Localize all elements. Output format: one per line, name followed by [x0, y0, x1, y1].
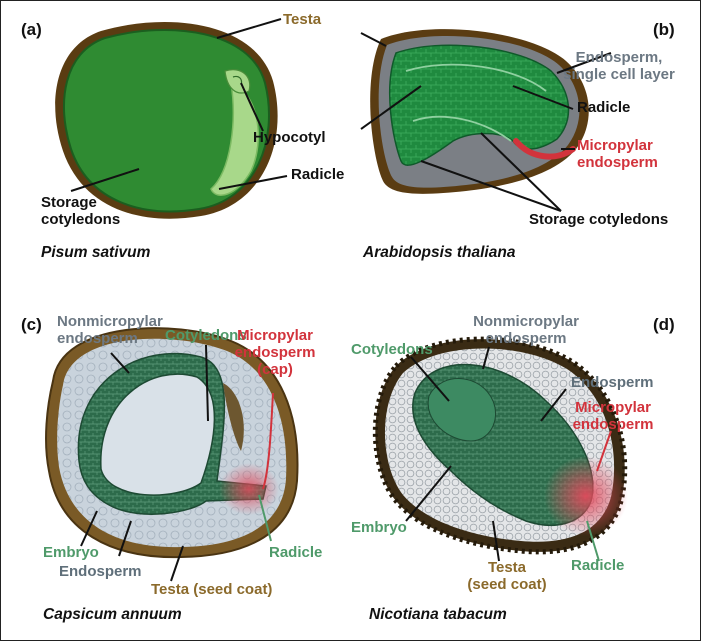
panel-a-letter: (a) — [21, 21, 42, 38]
panel-a-testa-label: Testa — [283, 11, 321, 28]
panel-b-radicle-label: Radicle — [577, 99, 630, 116]
panel-d-endosperm-label: Endosperm — [571, 374, 654, 391]
panel-d-nonmicropylar-label: Nonmicropylar endosperm — [463, 313, 589, 347]
panel-a-hypocotyl-label: Hypocotyl — [253, 129, 326, 146]
panel-a-species-name: Pisum sativum — [41, 244, 150, 261]
panel-d-radicle-label: Radicle — [571, 557, 624, 574]
panel-d-testa-label: Testa (seed coat) — [461, 559, 553, 593]
panel-c-micropylar-cap-label: Micropylar endosperm (cap) — [227, 327, 323, 378]
pea-seed-drawing — [55, 22, 277, 219]
panel-b-endosperm-label: Endosperm, single cell layer — [539, 49, 699, 83]
panel-c-species-name: Capsicum annuum — [43, 606, 182, 623]
panel-b-species-name: Arabidopsis thaliana — [363, 244, 515, 261]
panel-c-letter: (c) — [21, 316, 42, 333]
panel-b-storage-cotyledons-label: Storage cotyledons — [529, 211, 668, 228]
panel-b-micropylar-endosperm-label: Micropylar endosperm — [577, 137, 658, 171]
panel-d-cotyledons-label: Cotyledons — [351, 341, 433, 358]
panel-c-testa-label: Testa (seed coat) — [151, 581, 272, 598]
panel-c-nonmicropylar-label: Nonmicropylar endosperm — [57, 313, 163, 347]
panel-d-micropylar-endosperm-label: Micropylar endosperm — [561, 399, 665, 433]
panel-a-radicle-label: Radicle — [291, 166, 344, 183]
panel-a-storage-cotyledons-label: Storage cotyledons — [41, 194, 120, 228]
panel-c-radicle-label: Radicle — [269, 544, 322, 561]
panel-d-embryo-label: Embryo — [351, 519, 407, 536]
panel-c-embryo-label: Embryo — [43, 544, 99, 561]
panel-d-species-name: Nicotiana tabacum — [369, 606, 507, 623]
nicotiana-seed-drawing — [375, 339, 628, 552]
panel-c-endosperm-label: Endosperm — [59, 563, 142, 580]
panel-b-letter: (b) — [653, 21, 675, 38]
panel-d-letter: (d) — [653, 316, 675, 333]
